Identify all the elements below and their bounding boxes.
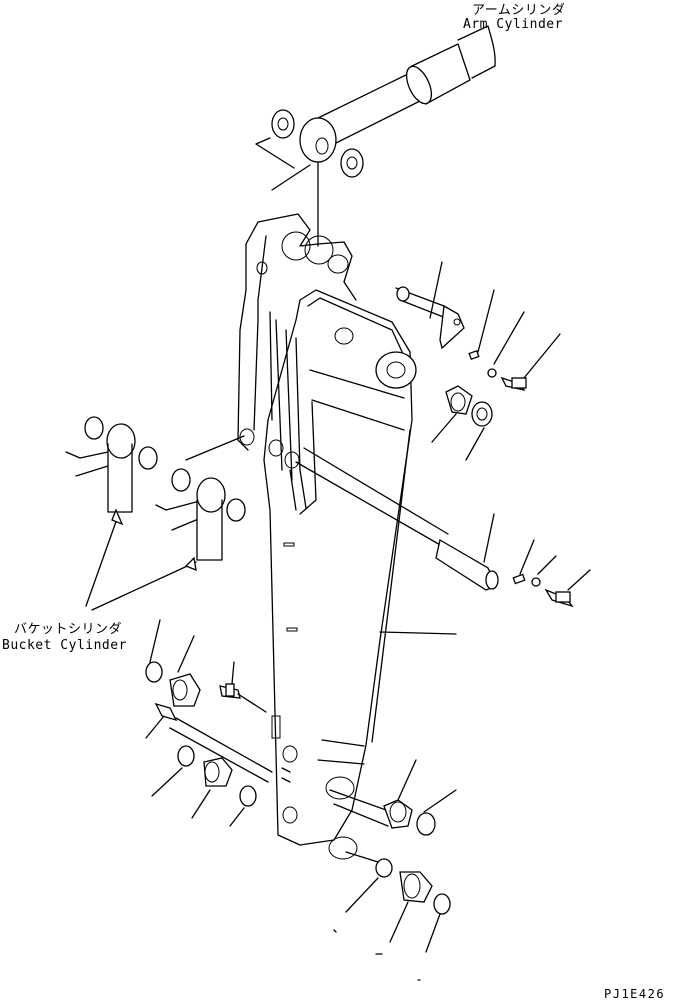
arm-cylinder-rod: [255, 25, 496, 247]
arm-lower-right-parts: [329, 759, 457, 981]
arm-lower-left-parts: [145, 619, 273, 827]
arm-body: [237, 213, 417, 860]
bucket-cylinder-label-jp: バケットシリンダ: [14, 622, 123, 637]
arm-cylinder-label: Arm Cylinder: [463, 17, 563, 32]
figure-code: PJ1E426: [604, 987, 666, 1001]
bucket-cylinder-rods: [65, 416, 246, 611]
bucket-cylinder-label: Bucket Cylinder: [2, 638, 127, 653]
arm-middle-pin-set: [295, 447, 591, 635]
arm-top-pin-set: [395, 261, 561, 461]
arm-cylinder-label-jp: アームシリンダ: [472, 3, 566, 18]
